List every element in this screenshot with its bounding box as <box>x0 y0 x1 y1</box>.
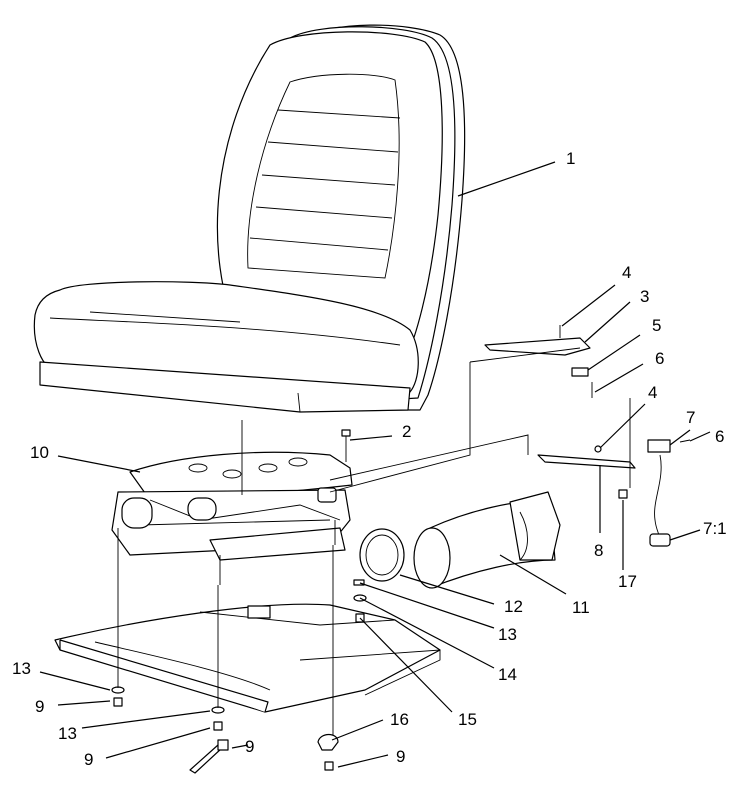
callout-4-mid: 4 <box>648 383 657 402</box>
callout-9-center: 9 <box>245 737 254 756</box>
callout-9-lower: 9 <box>84 750 93 769</box>
suspension-assembly <box>111 429 353 585</box>
callout-14: 14 <box>498 665 517 684</box>
callout-2: 2 <box>402 422 411 441</box>
callout-1: 1 <box>566 149 575 168</box>
hardware <box>111 325 691 774</box>
callout-6-right: 6 <box>715 427 724 446</box>
callout-15: 15 <box>458 710 477 729</box>
callout-13-right: 13 <box>498 625 517 644</box>
callout-16: 16 <box>390 710 409 729</box>
callout-10: 10 <box>30 443 49 462</box>
callout-4-top: 4 <box>622 263 631 282</box>
callout-3: 3 <box>640 287 649 306</box>
storage-cylinder <box>413 491 561 589</box>
seat <box>33 24 466 413</box>
callout-13-left: 13 <box>12 659 31 678</box>
callout-17: 17 <box>618 572 637 591</box>
base-plate <box>54 603 441 713</box>
callout-7: 7 <box>686 408 695 427</box>
clamp-ring <box>359 528 405 582</box>
callout-8: 8 <box>594 541 603 560</box>
callout-7-1: 7:1 <box>703 519 727 538</box>
callout-5: 5 <box>652 316 661 335</box>
callout-11: 11 <box>572 598 590 617</box>
callout-labels: 1 2 3 4 4 5 6 6 7 7:1 8 9 9 9 9 10 11 12… <box>12 149 727 769</box>
callout-9-right: 9 <box>396 747 405 766</box>
leader-lines <box>39 161 711 768</box>
callout-9-left: 9 <box>35 697 44 716</box>
callout-6-upper: 6 <box>655 349 664 368</box>
callout-12: 12 <box>504 597 523 616</box>
callout-13-lower: 13 <box>58 724 77 743</box>
